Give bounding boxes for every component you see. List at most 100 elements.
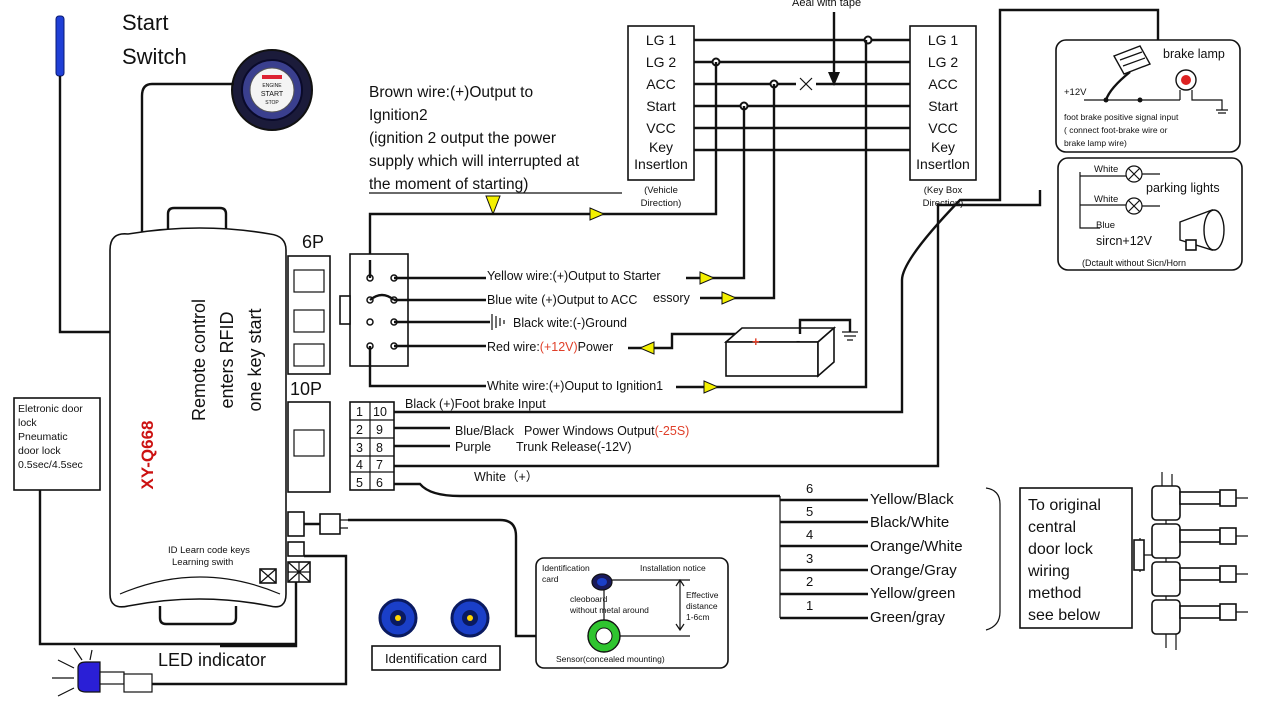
id-learn-label-line2: Learning swith <box>172 557 233 568</box>
sensor-id-line2: card <box>542 574 559 584</box>
brown-wire-line3: (ignition 2 output the power <box>369 130 556 147</box>
led-icon <box>52 647 153 697</box>
unit-text-line3: one key start <box>245 308 265 411</box>
brake-note-line1: foot brake positive signal input <box>1064 112 1179 122</box>
door-lock-note-line5: 0.5sec/4.5sec <box>18 459 83 471</box>
control-unit: Remote control enters RFID one key start… <box>109 206 287 626</box>
brown-wire-line1: Brown wire:(+)Output to <box>369 84 533 101</box>
white-wire-label: White wire:(+)Ouput to Ignition1 <box>487 379 663 393</box>
six-pin-label: 6P <box>302 232 324 252</box>
led-label: LED indicator <box>158 650 266 670</box>
start-switch: Start Switch ENGINE START STOP <box>122 10 313 232</box>
central-lock-line5: method <box>1028 585 1081 602</box>
door-wire-num-5: 5 <box>806 504 813 519</box>
keybox-label-vcc: VCC <box>928 120 958 136</box>
central-lock-line2: central <box>1028 519 1076 536</box>
keybox-label-key: Key <box>931 139 955 155</box>
pin-3: 3 <box>356 441 363 455</box>
keybox-caption-line2: Direction) <box>923 198 964 209</box>
door-lock-note-line4: door lock <box>18 445 61 457</box>
keybox-label-start: Start <box>928 98 958 114</box>
central-lock-note: To original central door lock wiring met… <box>1019 487 1133 629</box>
sensor-wiring <box>304 513 588 638</box>
keybox-block: LG 1 LG 2 ACC Start VCC Key Insertlon (K… <box>909 25 977 209</box>
sensor-box: Identification card Installation notice … <box>535 557 729 669</box>
keybox-label-lg1: LG 1 <box>928 32 959 48</box>
brake-voltage: +12V <box>1064 87 1087 98</box>
door-wire-orange-gray: Orange/Gray <box>870 562 957 579</box>
purple-label: Purple <box>455 440 491 454</box>
connector-housings: 6P 10P <box>220 232 331 648</box>
tape-marker: Aeal with tape <box>792 0 861 86</box>
lights-siren-box: White White parking lights Blue sircn+12… <box>1057 157 1243 271</box>
keybox-caption-line1: (Key Box <box>924 185 963 196</box>
yellow-wire-label: Yellow wire:(+)Output to Starter <box>487 269 661 283</box>
keybox-label-acc: ACC <box>928 76 958 92</box>
id-card-icon-2 <box>450 598 490 638</box>
door-wire-yellow-green: Yellow/green <box>870 585 955 602</box>
door-wires: 6 5 4 3 2 1 Yellow/Black Black/White Ora… <box>779 481 1001 631</box>
parking-lights-label: parking lights <box>1146 181 1220 195</box>
door-wire-num-2: 2 <box>806 574 813 589</box>
start-switch-title-line1: Start <box>122 10 168 35</box>
pin-4: 4 <box>356 458 363 472</box>
vehicle-label-lg2: LG 2 <box>646 54 677 70</box>
start-switch-title-line2: Switch <box>122 44 187 69</box>
vehicle-label-insertion: Insertlon <box>634 156 688 172</box>
door-wire-yellow-black: Yellow/Black <box>870 491 954 508</box>
brake-note-line2: ( connect foot-brake wire or <box>1064 125 1168 135</box>
vehicle-label-key: Key <box>649 139 673 155</box>
brake-note-line3: brake lamp wire) <box>1064 138 1127 148</box>
keybox-label-insertion: Insertlon <box>916 156 970 172</box>
battery-minus: - <box>796 333 800 348</box>
start-button-led-icon <box>262 75 282 79</box>
door-wire-num-1: 1 <box>806 598 813 613</box>
start-button-bottom-text: STOP <box>265 100 279 106</box>
central-lock-line1: To original <box>1028 497 1101 514</box>
pin-9: 9 <box>376 423 383 437</box>
power-windows-label: Power Windows Output(-25S) <box>524 424 689 438</box>
sensor-eff-line1: Effective <box>686 590 719 600</box>
id-card-label: Identification card <box>385 651 487 666</box>
brown-wire-note: Brown wire:(+)Output to Ignition2 (ignit… <box>369 84 622 216</box>
ten-pin-plug: 1 10 2 9 3 8 4 7 5 6 <box>349 401 395 491</box>
antenna <box>55 15 110 334</box>
door-lock-note-line1: Eletronic door <box>18 403 83 415</box>
pin-8: 8 <box>376 441 383 455</box>
id-cards: Identification card <box>371 598 501 671</box>
red-wire-label: Red wire:(+12V)Power <box>487 340 613 354</box>
pin-6: 6 <box>376 476 383 490</box>
door-wire-num-4: 4 <box>806 527 813 542</box>
brake-lamp-box: brake lamp +12V foot brake positive sign… <box>1055 39 1241 153</box>
lights-caption: (Dctault without Sicn/Horn <box>1082 258 1186 268</box>
brake-pedal-icon <box>1104 45 1152 101</box>
pin-1: 1 <box>356 405 363 419</box>
pin-2: 2 <box>356 423 363 437</box>
white-plus-label: White（+） <box>474 470 538 484</box>
door-wire-orange-white: Orange/White <box>870 538 963 555</box>
ten-pin-wires: Black (+)Foot brake Input Blue/Black Pow… <box>394 8 1160 498</box>
pin-10: 10 <box>373 405 387 419</box>
keybox-label-lg2: LG 2 <box>928 54 959 70</box>
door-wire-black-white: Black/White <box>870 514 949 531</box>
vehicle-label-vcc: VCC <box>646 120 676 136</box>
brown-wire-arrow-icon <box>485 195 501 216</box>
vehicle-label-lg1: LG 1 <box>646 32 677 48</box>
brown-wire-line5: the moment of starting) <box>369 176 528 193</box>
led-indicator: LED indicator <box>52 554 348 697</box>
tape-label: Aeal with tape <box>792 0 861 9</box>
sensor-id-line1: Identification <box>542 563 590 573</box>
start-button-top-text: ENGINE <box>262 83 282 89</box>
start-button-main-text: START <box>261 91 284 98</box>
siren-icon <box>1179 208 1225 251</box>
foot-brake-label: Black (+)Foot brake Input <box>405 397 546 411</box>
id-card-icon-1 <box>378 598 418 638</box>
battery-plus: + <box>752 334 760 349</box>
ignition-bus <box>368 35 910 260</box>
battery-icon: + - <box>723 318 858 378</box>
door-wire-num-6: 6 <box>806 481 813 496</box>
vehicle-label-acc: ACC <box>646 76 676 92</box>
blue-black-label: Blue/Black <box>455 424 515 438</box>
sensor-eff-line2: distance <box>686 601 718 611</box>
door-wire-num-3: 3 <box>806 551 813 566</box>
